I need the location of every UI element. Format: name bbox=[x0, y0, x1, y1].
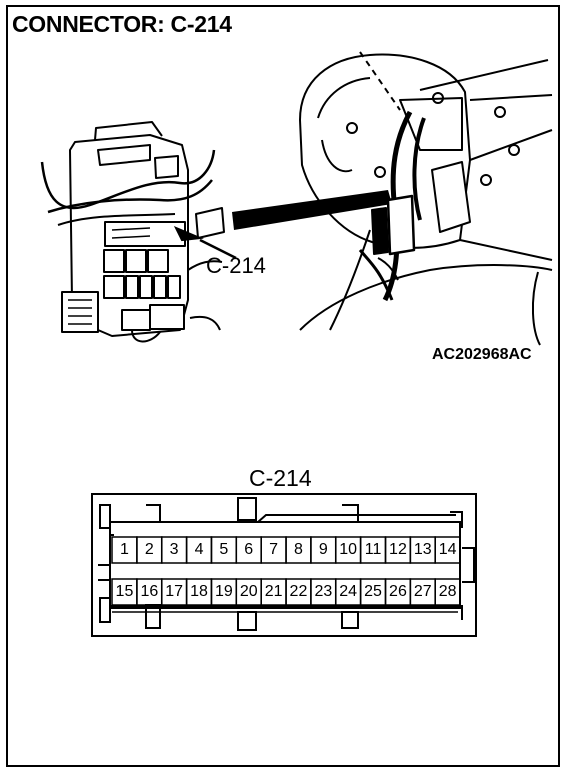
junction-block-drawing bbox=[40, 121, 225, 343]
pin-number: 20 bbox=[239, 583, 258, 600]
pin-number: 5 bbox=[219, 541, 229, 558]
pin-number: 6 bbox=[244, 541, 254, 558]
pin-number: 11 bbox=[364, 541, 382, 558]
pin-number: 12 bbox=[389, 541, 407, 558]
pin-number: 16 bbox=[140, 583, 159, 600]
pin-number: 22 bbox=[289, 583, 308, 600]
pin-number: 25 bbox=[364, 583, 382, 600]
pin-number: 3 bbox=[169, 541, 179, 558]
pin-number: 2 bbox=[144, 541, 154, 558]
figure-code: AC202968AC bbox=[432, 346, 532, 363]
pin-number: 1 bbox=[119, 541, 129, 558]
diagram-frame bbox=[6, 5, 560, 767]
dashboard-drawing bbox=[299, 51, 553, 346]
pin-number: 18 bbox=[190, 583, 208, 600]
pin-number: 17 bbox=[165, 583, 184, 600]
pin-number: 28 bbox=[438, 583, 457, 600]
pin-number: 14 bbox=[438, 541, 457, 558]
callout-label: C-214 bbox=[206, 253, 266, 278]
view-direction-arrow bbox=[232, 190, 392, 230]
location-arrow-shaft bbox=[199, 238, 237, 260]
pin-number: 21 bbox=[264, 583, 283, 600]
pin-grid bbox=[111, 536, 461, 606]
pin-number: 19 bbox=[214, 583, 233, 600]
location-arrow bbox=[173, 226, 204, 242]
pin-number: 23 bbox=[314, 583, 333, 600]
pin-cell bbox=[434, 536, 461, 564]
pin-cell bbox=[434, 578, 461, 606]
pin-number: 15 bbox=[115, 583, 134, 600]
pin-number: 4 bbox=[194, 541, 204, 558]
pin-number: 13 bbox=[413, 541, 432, 558]
pin-number: 27 bbox=[413, 583, 432, 600]
pin-number: 10 bbox=[339, 541, 358, 558]
pin-number: 24 bbox=[339, 583, 358, 600]
page-title: CONNECTOR: C-214 bbox=[12, 11, 232, 37]
pin-number: 26 bbox=[389, 583, 407, 600]
pin-number: 8 bbox=[293, 541, 303, 558]
connector-face-title: C-214 bbox=[249, 465, 312, 491]
location-illustration bbox=[40, 51, 553, 346]
pin-number: 9 bbox=[318, 541, 328, 558]
pin-number: 7 bbox=[269, 541, 279, 558]
